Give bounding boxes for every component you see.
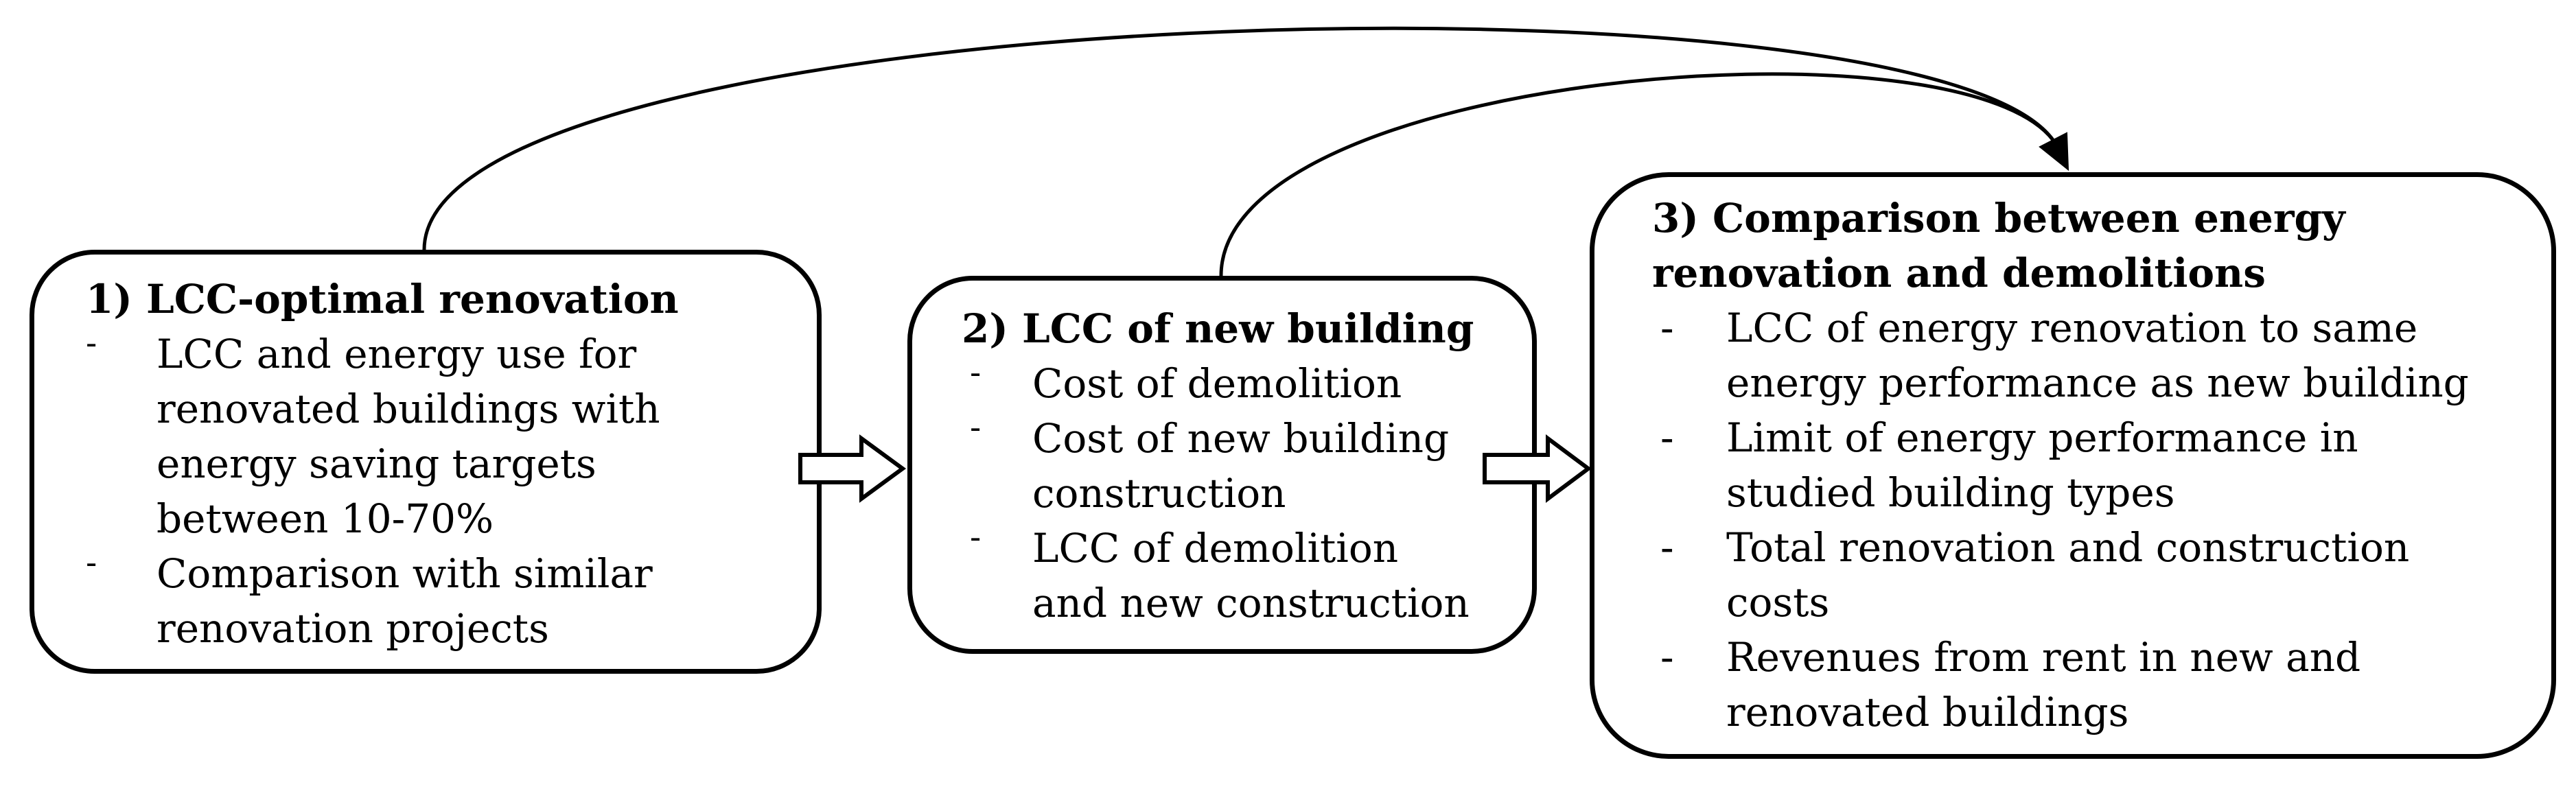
- bullet-dash: -: [1660, 414, 1674, 461]
- step-box-comparison: 3) Comparison between energy renovation …: [1590, 172, 2556, 759]
- list-item-text: Cost of demolition: [1032, 360, 1402, 407]
- list-item-text: renovation projects: [156, 605, 549, 652]
- list-item-continuation: and new construction: [962, 576, 1474, 631]
- list-item-continuation: energy performance as new building: [1652, 355, 2469, 410]
- bullet-dash: -: [86, 324, 97, 362]
- bullet-dash: -: [86, 543, 97, 582]
- bullet-dash: -: [970, 408, 982, 447]
- list-item: - Cost of demolition: [962, 353, 1474, 411]
- list-item-text: Cost of new building: [1032, 415, 1450, 462]
- list-item-continuation: renovation projects: [86, 601, 679, 656]
- list-item: - Total renovation and construction: [1652, 520, 2469, 575]
- list-item-text: LCC of demolition: [1032, 525, 1399, 572]
- list-item: - LCC of energy renovation to same: [1652, 301, 2469, 355]
- list-item-continuation: construction: [962, 466, 1474, 521]
- list-item-continuation: costs: [1652, 575, 2469, 630]
- list-item-text: Comparison with similar: [156, 550, 653, 597]
- list-item-continuation: studied building types: [1652, 465, 2469, 520]
- bullet-dash: -: [1660, 524, 1674, 571]
- step-title: 3) Comparison between energy: [1652, 195, 2345, 242]
- list-item-text: studied building types: [1726, 469, 2175, 516]
- list-item-text: LCC of energy renovation to same: [1726, 305, 2418, 351]
- list-item-text: construction: [1032, 470, 1286, 517]
- list-item-text: between 10-70%: [156, 495, 494, 542]
- step-title: 1) LCC-optimal renovation: [86, 276, 679, 322]
- list-item-text: renovated buildings: [1726, 689, 2129, 735]
- bullet-dash: -: [1660, 305, 1674, 351]
- list-item-continuation: renovated buildings: [1652, 685, 2469, 740]
- list-item-text: Revenues from rent in new and: [1726, 634, 2361, 681]
- step-title: 2) LCC of new building: [962, 305, 1474, 352]
- list-item-text: Limit of energy performance in: [1726, 414, 2358, 461]
- step-box-content: 3) Comparison between energy renovation …: [1652, 191, 2469, 740]
- list-item: - Cost of new building: [962, 408, 1474, 466]
- list-item-text: Total renovation and construction: [1726, 524, 2410, 571]
- list-item: - LCC of demolition: [962, 518, 1474, 576]
- step-box-lcc-new-building: 2) LCC of new building - Cost of demolit…: [907, 276, 1537, 654]
- list-item: - Limit of energy performance in: [1652, 410, 2469, 465]
- list-item-text: energy performance as new building: [1726, 360, 2469, 406]
- list-item-continuation: energy saving targets: [86, 436, 679, 491]
- bullet-dash: -: [970, 518, 982, 556]
- bullet-dash: -: [1660, 634, 1674, 681]
- list-item-text: and new construction: [1032, 580, 1470, 626]
- step-title-continuation: renovation and demolitions: [1652, 250, 2266, 296]
- arrowhead-icon: [2039, 132, 2069, 172]
- list-item-text: LCC and energy use for: [156, 331, 637, 377]
- step-box-content: 1) LCC-optimal renovation - LCC and ener…: [86, 272, 679, 656]
- list-item: - Revenues from rent in new and: [1652, 630, 2469, 685]
- list-item-text: energy saving targets: [156, 440, 596, 487]
- list-item-text: renovated buildings with: [156, 386, 660, 432]
- bullet-dash: -: [970, 353, 982, 392]
- list-item-continuation: renovated buildings with: [86, 381, 679, 436]
- list-item-text: costs: [1726, 579, 1830, 626]
- list-item: - LCC and energy use for: [86, 324, 679, 381]
- list-item: - Comparison with similar: [86, 543, 679, 601]
- step-box-content: 2) LCC of new building - Cost of demolit…: [962, 301, 1474, 631]
- list-item-continuation: between 10-70%: [86, 491, 679, 546]
- step-box-lcc-optimal-renovation: 1) LCC-optimal renovation - LCC and ener…: [30, 250, 822, 674]
